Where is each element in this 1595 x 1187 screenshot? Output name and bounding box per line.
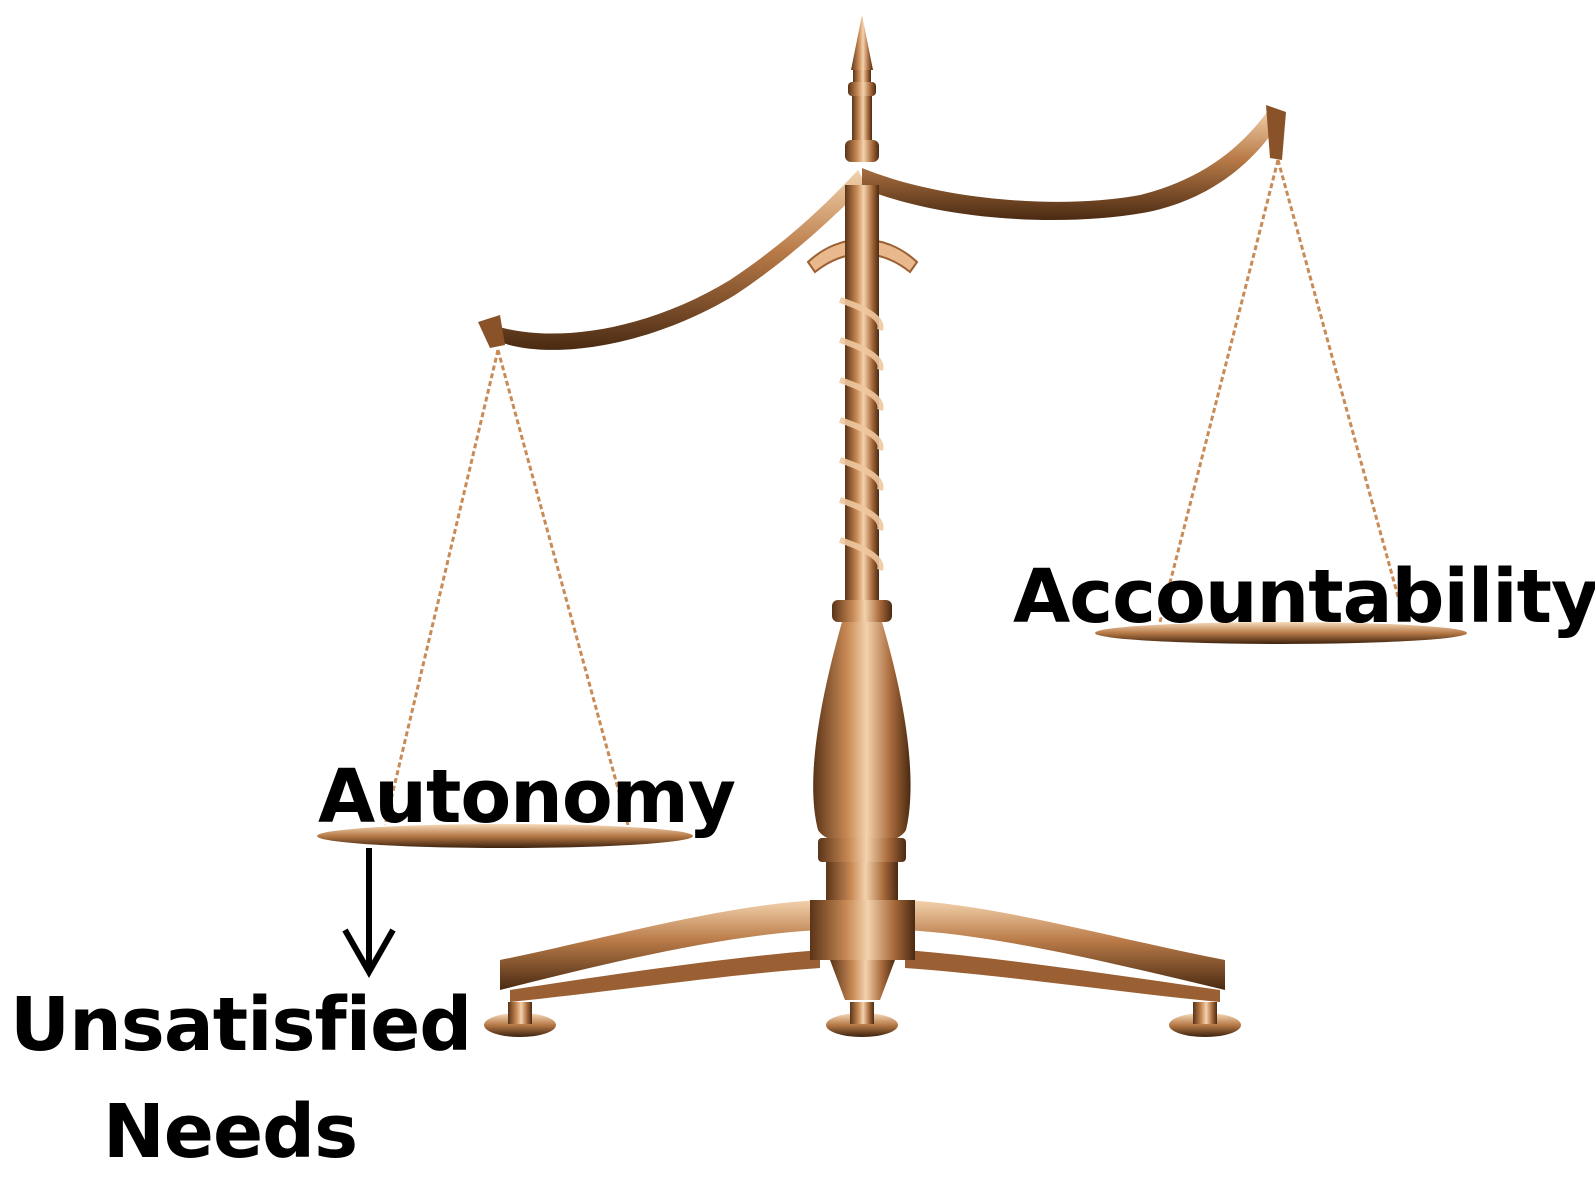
gauge-arc bbox=[806, 238, 919, 274]
column bbox=[813, 185, 911, 902]
unsatisfied-needs-label: Unsatisfied Needs bbox=[10, 972, 472, 1187]
left-chains bbox=[383, 349, 630, 826]
unsatisfied-line: Unsatisfied bbox=[10, 982, 472, 1068]
spire bbox=[845, 15, 879, 162]
accountability-label: Accountability bbox=[1013, 554, 1595, 640]
right-pan bbox=[1095, 622, 1467, 644]
right-chains bbox=[1158, 159, 1407, 623]
arrow-down-icon bbox=[342, 848, 396, 979]
needs-line: Needs bbox=[102, 1089, 358, 1176]
autonomy-label: Autonomy bbox=[318, 754, 736, 840]
base bbox=[484, 900, 1241, 1037]
balance-beam bbox=[478, 105, 1286, 350]
left-pan bbox=[317, 824, 693, 848]
